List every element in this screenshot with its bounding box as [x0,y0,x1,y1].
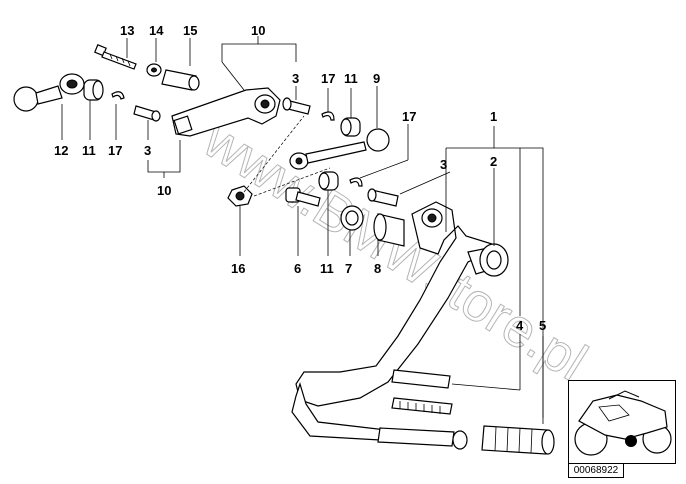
pin-part [282,97,311,115]
shift-rubber-part [377,425,555,455]
reference-code-label: 00068922 [568,463,624,478]
callout-4: 4 [516,318,524,333]
rubber-sleeve-part [391,369,453,415]
callout-5: 5 [539,318,546,333]
foot-peg-part [467,243,509,277]
bushing-part [340,117,361,137]
callout-17: 17 [402,109,416,124]
callout-17: 17 [108,143,122,158]
callout-10: 10 [157,183,171,198]
washer-part [340,205,364,231]
callout-17: 17 [321,71,335,86]
circlip-part [321,111,335,121]
linkage-rod-part [289,128,390,170]
callout-11: 11 [82,143,96,158]
circlip-part [111,91,125,100]
location-marker-dot [625,435,637,447]
sleeve-part [161,69,200,91]
bushing-part [373,213,405,247]
callout-13: 13 [120,23,134,38]
pin-part [133,105,161,122]
callout-1: 1 [490,109,497,124]
callout-11: 11 [320,261,334,276]
pin-part [367,188,399,207]
callout-9: 9 [373,71,380,86]
callout-3: 3 [292,71,299,86]
circlip-part [349,177,363,187]
shift-lever-arm-part [171,87,281,137]
bushing-part [83,79,104,101]
bolt-part [285,187,321,207]
callout-3: 3 [440,157,447,172]
callout-labels: 13 14 15 10 3 17 11 9 12 11 17 3 10 17 1… [54,23,546,333]
callout-15: 15 [183,23,197,38]
washer-part [146,63,162,77]
bolt-part [94,44,137,70]
callout-6: 6 [294,261,301,276]
callout-2: 2 [490,154,497,169]
leader-lines [61,36,544,424]
bushing-part [318,171,339,191]
callout-3: 3 [144,143,151,158]
callout-10: 10 [251,23,265,38]
callout-8: 8 [374,261,381,276]
motorcycle-locator-thumbnail [568,380,676,464]
callout-11: 11 [344,71,358,86]
callout-16: 16 [231,261,245,276]
callout-7: 7 [345,261,352,276]
callout-14: 14 [149,23,164,38]
shift-pedal-part [291,201,493,441]
ball-joint-part [13,73,85,112]
nut-part [227,185,253,207]
motorcycle-icon [574,390,672,456]
callout-12: 12 [54,143,68,158]
